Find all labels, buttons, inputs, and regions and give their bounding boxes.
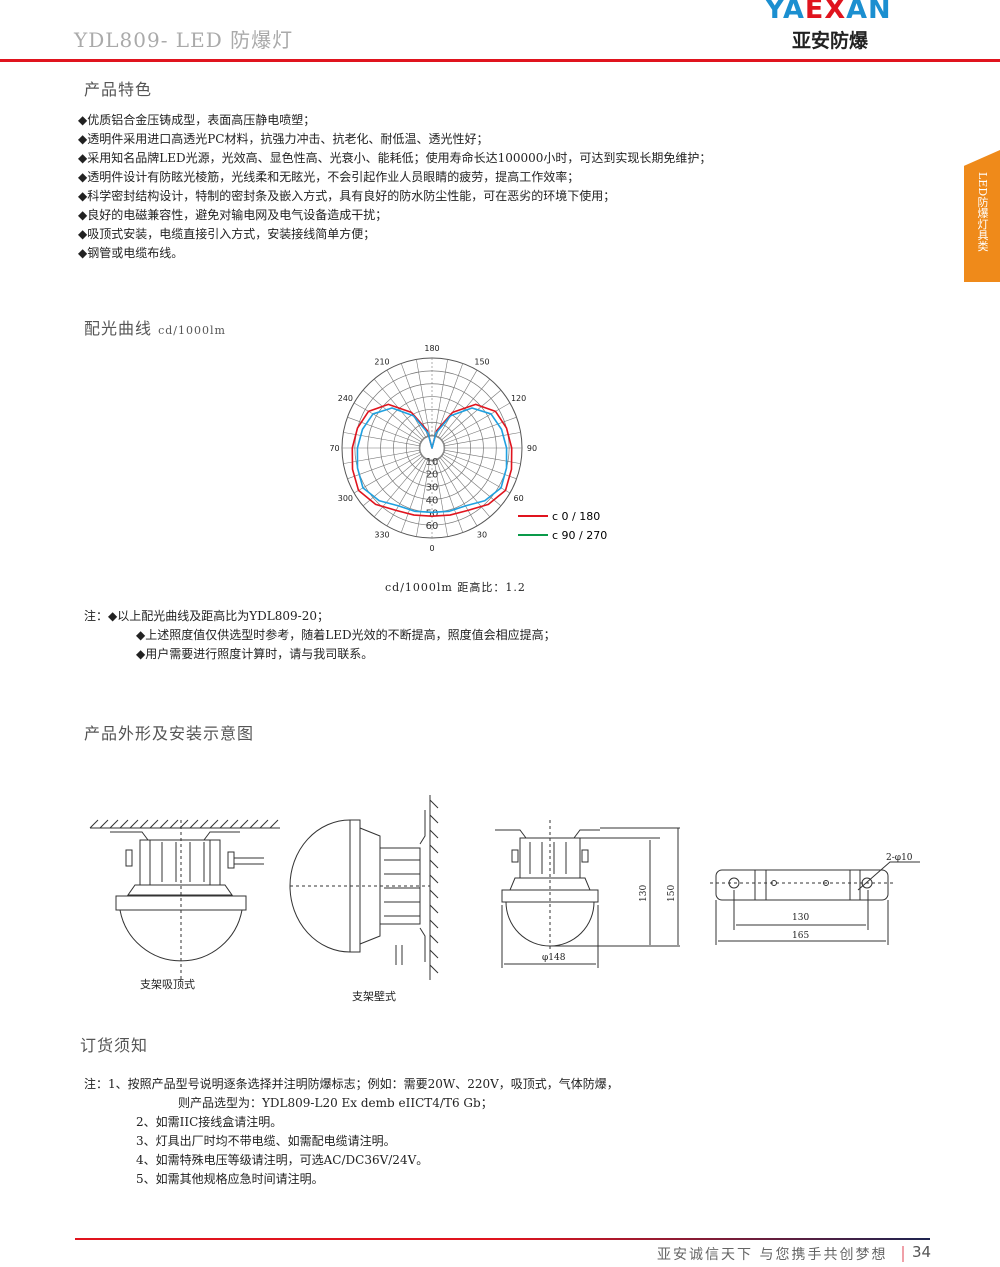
polar-spoke xyxy=(386,458,427,527)
dim-diameter-label: φ148 xyxy=(542,953,566,963)
order-line: 则产品选型为：YDL809-L20 Ex demb eIICT4/T6 Gb； xyxy=(178,1096,493,1110)
logo-text: YA xyxy=(765,0,805,25)
ceiling-mount-caption: 支架吸顶式 xyxy=(140,978,195,991)
features-heading: 产品特色 xyxy=(84,80,153,99)
polar-spoke xyxy=(443,449,521,464)
polar-spoke xyxy=(440,455,502,507)
angle-label: 180 xyxy=(424,344,439,353)
polar-spoke xyxy=(433,459,448,537)
polar-spoke xyxy=(416,359,431,437)
radial-tick-label: 10 xyxy=(426,457,439,468)
logo-text: EX xyxy=(804,0,847,25)
curve-unit: cd/1000lm xyxy=(158,324,226,337)
feature-item: ◆透明件采用进口高透光PC材料，抗强力冲击、抗老化、耐低温、透光性好； xyxy=(78,132,489,146)
polar-spoke xyxy=(435,459,464,533)
installation-drawings: 支架吸顶式 支架壁式 φ148 130 150 2-φ10 130 165 xyxy=(89,795,920,1003)
note-item: ◆上述照度值仅供选型时参考，随着LED光效的不断提高，照度值会相应提高； xyxy=(136,628,556,642)
angle-label: 330 xyxy=(374,531,389,540)
polar-spoke xyxy=(362,455,424,507)
feature-item: ◆吸顶式安装，电缆直接引入方式，安装接线简单方便； xyxy=(78,227,376,241)
brand-logo-cn: 亚安防爆 xyxy=(792,30,869,52)
angle-label: 60 xyxy=(514,494,524,503)
curve-title: 配光曲线 xyxy=(84,319,153,338)
dim-height-150-label: 150 xyxy=(667,885,677,902)
angle-label: 30 xyxy=(477,531,487,540)
bracket-drawing xyxy=(710,861,920,945)
angle-label: 300 xyxy=(338,494,353,503)
polar-spoke xyxy=(353,402,422,443)
features-list: ◆优质铝合金压铸成型，表面高压静电喷塑； ◆透明件采用进口高透光PC材料，抗强力… xyxy=(78,111,711,263)
order-line: 5、如需其他规格应急时间请注明。 xyxy=(136,1172,324,1186)
bracket-130-label: 130 xyxy=(792,913,809,923)
dimension-front-view xyxy=(495,820,680,968)
polar-spoke xyxy=(362,389,424,441)
order-line: 注：1、按照产品型号说明逐条选择并注明防爆标志；例如：需要20W、220V，吸顶… xyxy=(84,1077,619,1091)
polar-spoke xyxy=(437,458,478,527)
polar-spoke xyxy=(442,402,511,443)
angle-label: 210 xyxy=(374,357,389,366)
curve-heading: 配光曲线 cd/1000lm xyxy=(84,315,226,339)
legend-label-c90: c 90 / 270 xyxy=(552,529,607,542)
curve-caption: cd/1000lm 距高比：1.2 xyxy=(385,581,526,594)
polar-spoke xyxy=(440,389,502,441)
polar-spoke xyxy=(347,416,421,445)
footer-slogan: 亚安诚信天下 与您携手共创梦想 xyxy=(657,1247,888,1263)
footer-divider xyxy=(75,1238,930,1240)
category-tab: LED防爆灯具类 xyxy=(964,150,1000,282)
radial-tick-label: 20 xyxy=(426,470,439,481)
note-item: ◆以上配光曲线及距高比为YDL809-20； xyxy=(108,609,329,623)
feature-item: ◆采用知名品牌LED光源，光效高、显色性高、光衰小、能耗低；使用寿命长达1000… xyxy=(78,151,712,165)
polar-spoke xyxy=(353,453,422,494)
ceiling-mount-drawing xyxy=(89,819,280,980)
angle-label: 150 xyxy=(474,357,489,366)
order-line: 4、如需特殊电压等级请注明，可选AC/DC36V/24V。 xyxy=(136,1153,429,1167)
header-divider xyxy=(0,59,1000,62)
logo-text: AN xyxy=(846,0,892,25)
bracket-165-label: 165 xyxy=(792,931,809,941)
polar-spoke xyxy=(443,416,517,445)
legend-label-c0: c 0 / 180 xyxy=(552,510,600,523)
drawing-heading: 产品外形及安装示意图 xyxy=(84,724,255,743)
feature-item: ◆透明件设计有防眩光棱筋，光线柔和无眩光，不会引起作业人员眼睛的疲劳，提高工作效… xyxy=(78,170,580,184)
wall-mount-drawing xyxy=(289,795,439,980)
order-line: 3、灯具出厂时均不带电缆、如需配电缆请注明。 xyxy=(136,1134,396,1148)
radial-tick-label: 60 xyxy=(426,521,439,532)
polar-spoke xyxy=(433,359,448,437)
angle-label: 0 xyxy=(429,544,434,553)
order-heading: 订货须知 xyxy=(80,1036,149,1055)
order-notes: 注：1、按照产品型号说明逐条选择并注明防爆标志；例如：需要20W、220V，吸顶… xyxy=(84,1075,619,1189)
series-curve-1 xyxy=(356,407,508,514)
angle-label: 240 xyxy=(338,394,353,403)
polar-spoke xyxy=(416,459,431,537)
feature-item: ◆良好的电磁兼容性，避免对输电网及电气设备造成干扰； xyxy=(78,208,388,222)
order-line: 2、如需IIC接线盒请注明。 xyxy=(136,1115,283,1129)
polar-spoke xyxy=(343,449,421,464)
document-title: YDL809- LED 防爆灯 xyxy=(74,28,294,52)
polar-spoke xyxy=(400,459,429,533)
page-number: 34 xyxy=(912,1243,932,1261)
angle-label: 90 xyxy=(527,444,537,453)
notes: 注：◆以上配光曲线及距高比为YDL809-20； ◆上述照度值仅供选型时参考，随… xyxy=(84,607,556,664)
angle-label: 270 xyxy=(330,444,340,453)
category-tab-label: LED防爆灯具类 xyxy=(976,172,989,252)
wall-mount-caption: 支架壁式 xyxy=(352,989,396,1003)
note-item: ◆用户需要进行照度计算时，请与我司联系。 xyxy=(136,647,374,661)
dim-height-130-label: 130 xyxy=(639,885,649,902)
feature-item: ◆优质铝合金压铸成型，表面高压静电喷塑； xyxy=(78,113,316,127)
angle-label: 120 xyxy=(511,394,526,403)
polar-spoke xyxy=(400,363,429,437)
polar-spoke xyxy=(437,369,478,438)
polar-spoke xyxy=(435,363,464,437)
polar-light-distribution-chart: 1020304050600306090120150180210240270300… xyxy=(330,344,607,553)
bracket-holes-label: 2-φ10 xyxy=(886,853,913,863)
polar-spoke xyxy=(386,369,427,438)
feature-item: ◆科学密封结构设计，特制的密封条及嵌入方式，具有良好的防水防尘性能，可在恶劣的环… xyxy=(78,189,616,203)
polar-spoke xyxy=(442,453,511,494)
feature-item: ◆钢管或电缆布线。 xyxy=(78,246,184,260)
footer-separator xyxy=(902,1246,904,1262)
note-prefix: 注： xyxy=(84,609,109,623)
brand-logo: YAEXAN xyxy=(765,0,892,25)
